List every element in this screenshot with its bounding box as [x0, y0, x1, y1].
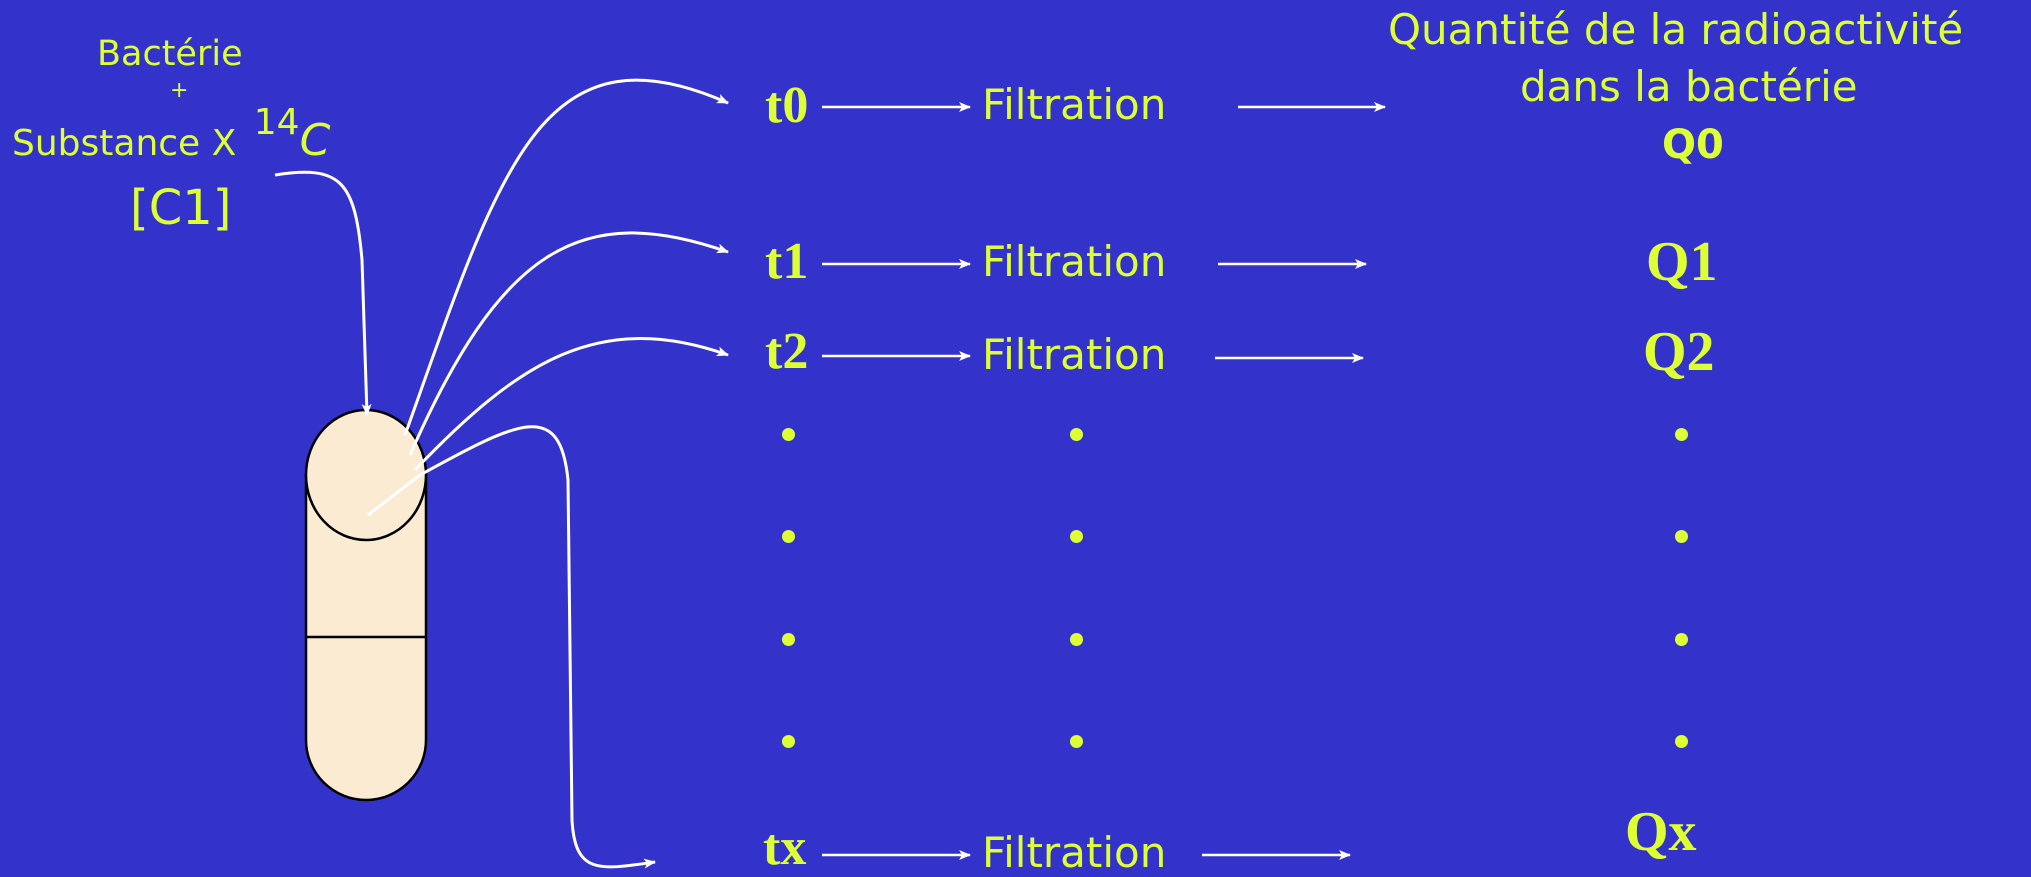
time-t0: t0	[765, 76, 808, 135]
result-header-line2: dans la bactérie	[1520, 62, 1858, 111]
isotope-element: C	[300, 115, 331, 166]
quantity-qx: Qx	[1625, 800, 1697, 864]
bacteria-label: Bactérie	[97, 34, 243, 74]
time-t2: t2	[765, 322, 808, 381]
time-tx: tx	[763, 818, 806, 877]
quantity-q1: Q1	[1646, 230, 1718, 294]
filtration-t1: Filtration	[982, 237, 1166, 286]
quantity-q0: Q0	[1662, 122, 1724, 168]
result-header-line1: Quantité de la radioactivité	[1388, 5, 1963, 54]
concentration-label: [C1]	[130, 180, 232, 236]
plus-sign: +	[170, 78, 188, 103]
filtration-tx: Filtration	[982, 828, 1166, 877]
filtration-t2: Filtration	[982, 330, 1166, 379]
culture-tube	[306, 410, 426, 800]
input-arrow	[275, 172, 367, 415]
sample-arrow-t2	[415, 339, 728, 470]
sample-arrow-tx	[420, 427, 655, 867]
sample-arrow-t0	[405, 80, 728, 435]
quantity-q2: Q2	[1643, 320, 1715, 384]
time-t1: t1	[765, 232, 808, 291]
isotope-mass: 14	[254, 102, 300, 143]
substance-name: Substance X	[12, 123, 236, 164]
filtration-t0: Filtration	[982, 80, 1166, 129]
sample-arrow-t1	[410, 233, 728, 455]
substance-label: Substance X 14C	[12, 110, 330, 166]
